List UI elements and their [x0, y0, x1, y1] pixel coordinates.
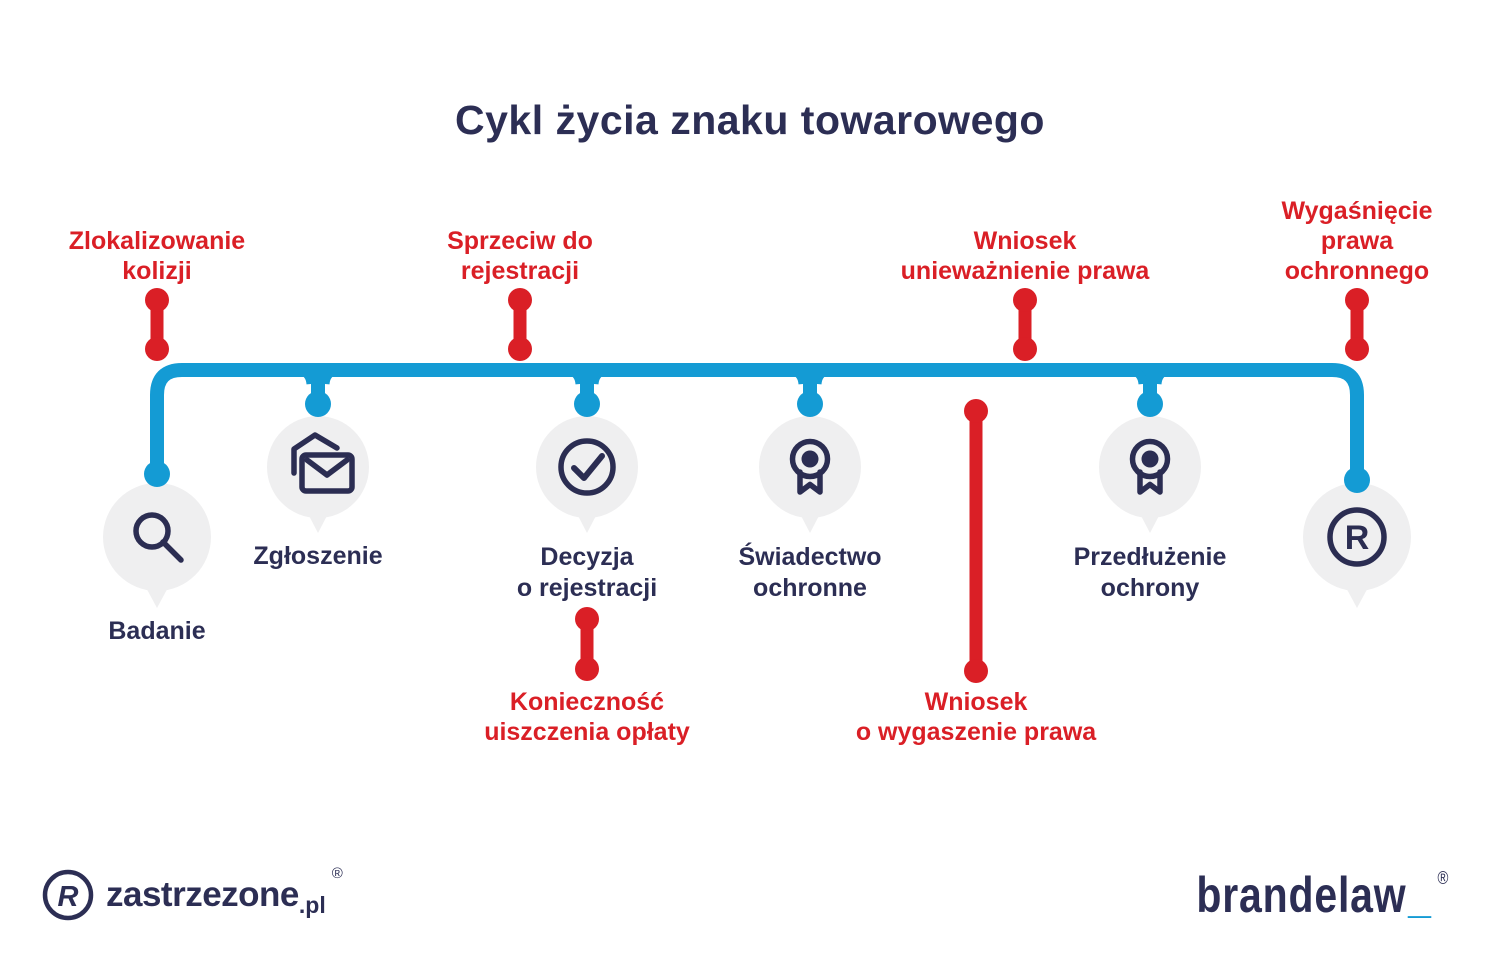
stage-node-registered: R — [1297, 482, 1417, 622]
registered-letter: R — [1345, 519, 1370, 557]
event-label-koniecznosc-uiszczenia-oplaty: Konieczność uiszczenia opłaty — [484, 688, 690, 746]
stage-label-decyzja-o-rejestracji: Decyzja o rejestracji — [516, 543, 658, 602]
brandelaw-logo-text: brandelaw — [1195, 867, 1407, 923]
zastrzezone-logo-text: zastrzezone — [106, 875, 299, 914]
stage-node-badanie — [97, 482, 217, 622]
registered-symbol: ® — [331, 865, 343, 882]
stage-label-przedluzenie-ochrony: Przedłużenie ochrony — [1073, 543, 1227, 602]
registered-trademark-icon: R — [1327, 507, 1387, 567]
stage-node-przedluzenie — [1090, 412, 1210, 552]
brandelaw-logo[interactable]: brandelaw _ ® — [1196, 866, 1448, 924]
search-icon — [133, 512, 184, 563]
stage-bubble — [1303, 483, 1411, 608]
zastrzezone-logo[interactable]: R zastrzezone .pl ® — [40, 865, 343, 923]
zastrzezone-logo-tld: .pl — [298, 892, 326, 918]
event-connector-uniewaznienie — [1013, 288, 1037, 361]
stage-node-zgloszenie — [258, 412, 378, 552]
registered-symbol: ® — [1437, 868, 1448, 888]
event-connector-wygaszenie — [964, 399, 988, 683]
stage-node-swiadectwo — [750, 412, 870, 552]
stage-label-badanie: Badanie — [108, 617, 206, 645]
zastrzezone-monogram-icon: R — [42, 869, 94, 921]
stage-bubble — [103, 483, 211, 608]
event-label-wniosek-uniewaznienie-prawa: Wniosek unieważnienie prawa — [900, 227, 1150, 285]
stage-label-zgloszenie: Zgłoszenie — [253, 542, 383, 570]
stage-node-decyzja — [527, 412, 647, 552]
page-title: Cykl życia znaku towarowego — [455, 97, 1045, 143]
brandelaw-underscore: _ — [1407, 867, 1431, 923]
event-label-zlokalizowanie-kolizji: Zlokalizowanie kolizji — [68, 227, 246, 285]
stage-label-swiadectwo-ochronne: Świadectwo ochronne — [738, 543, 882, 602]
event-connector-wygasniecie — [1345, 288, 1369, 361]
event-label-wygasniecie-prawa-ochronnego: Wygaśnięcie prawa ochronnego — [1281, 197, 1433, 285]
monogram-letter: R — [58, 881, 79, 913]
event-connector-sprzeciw — [508, 288, 532, 361]
event-label-wniosek-o-wygaszenie-prawa: Wniosek o wygaszenie prawa — [855, 688, 1097, 746]
event-connector-zlokalizowanie — [145, 288, 169, 361]
event-connector-oplata — [575, 607, 599, 681]
event-label-sprzeciw-do-rejestracji: Sprzeciw do rejestracji — [447, 227, 593, 285]
